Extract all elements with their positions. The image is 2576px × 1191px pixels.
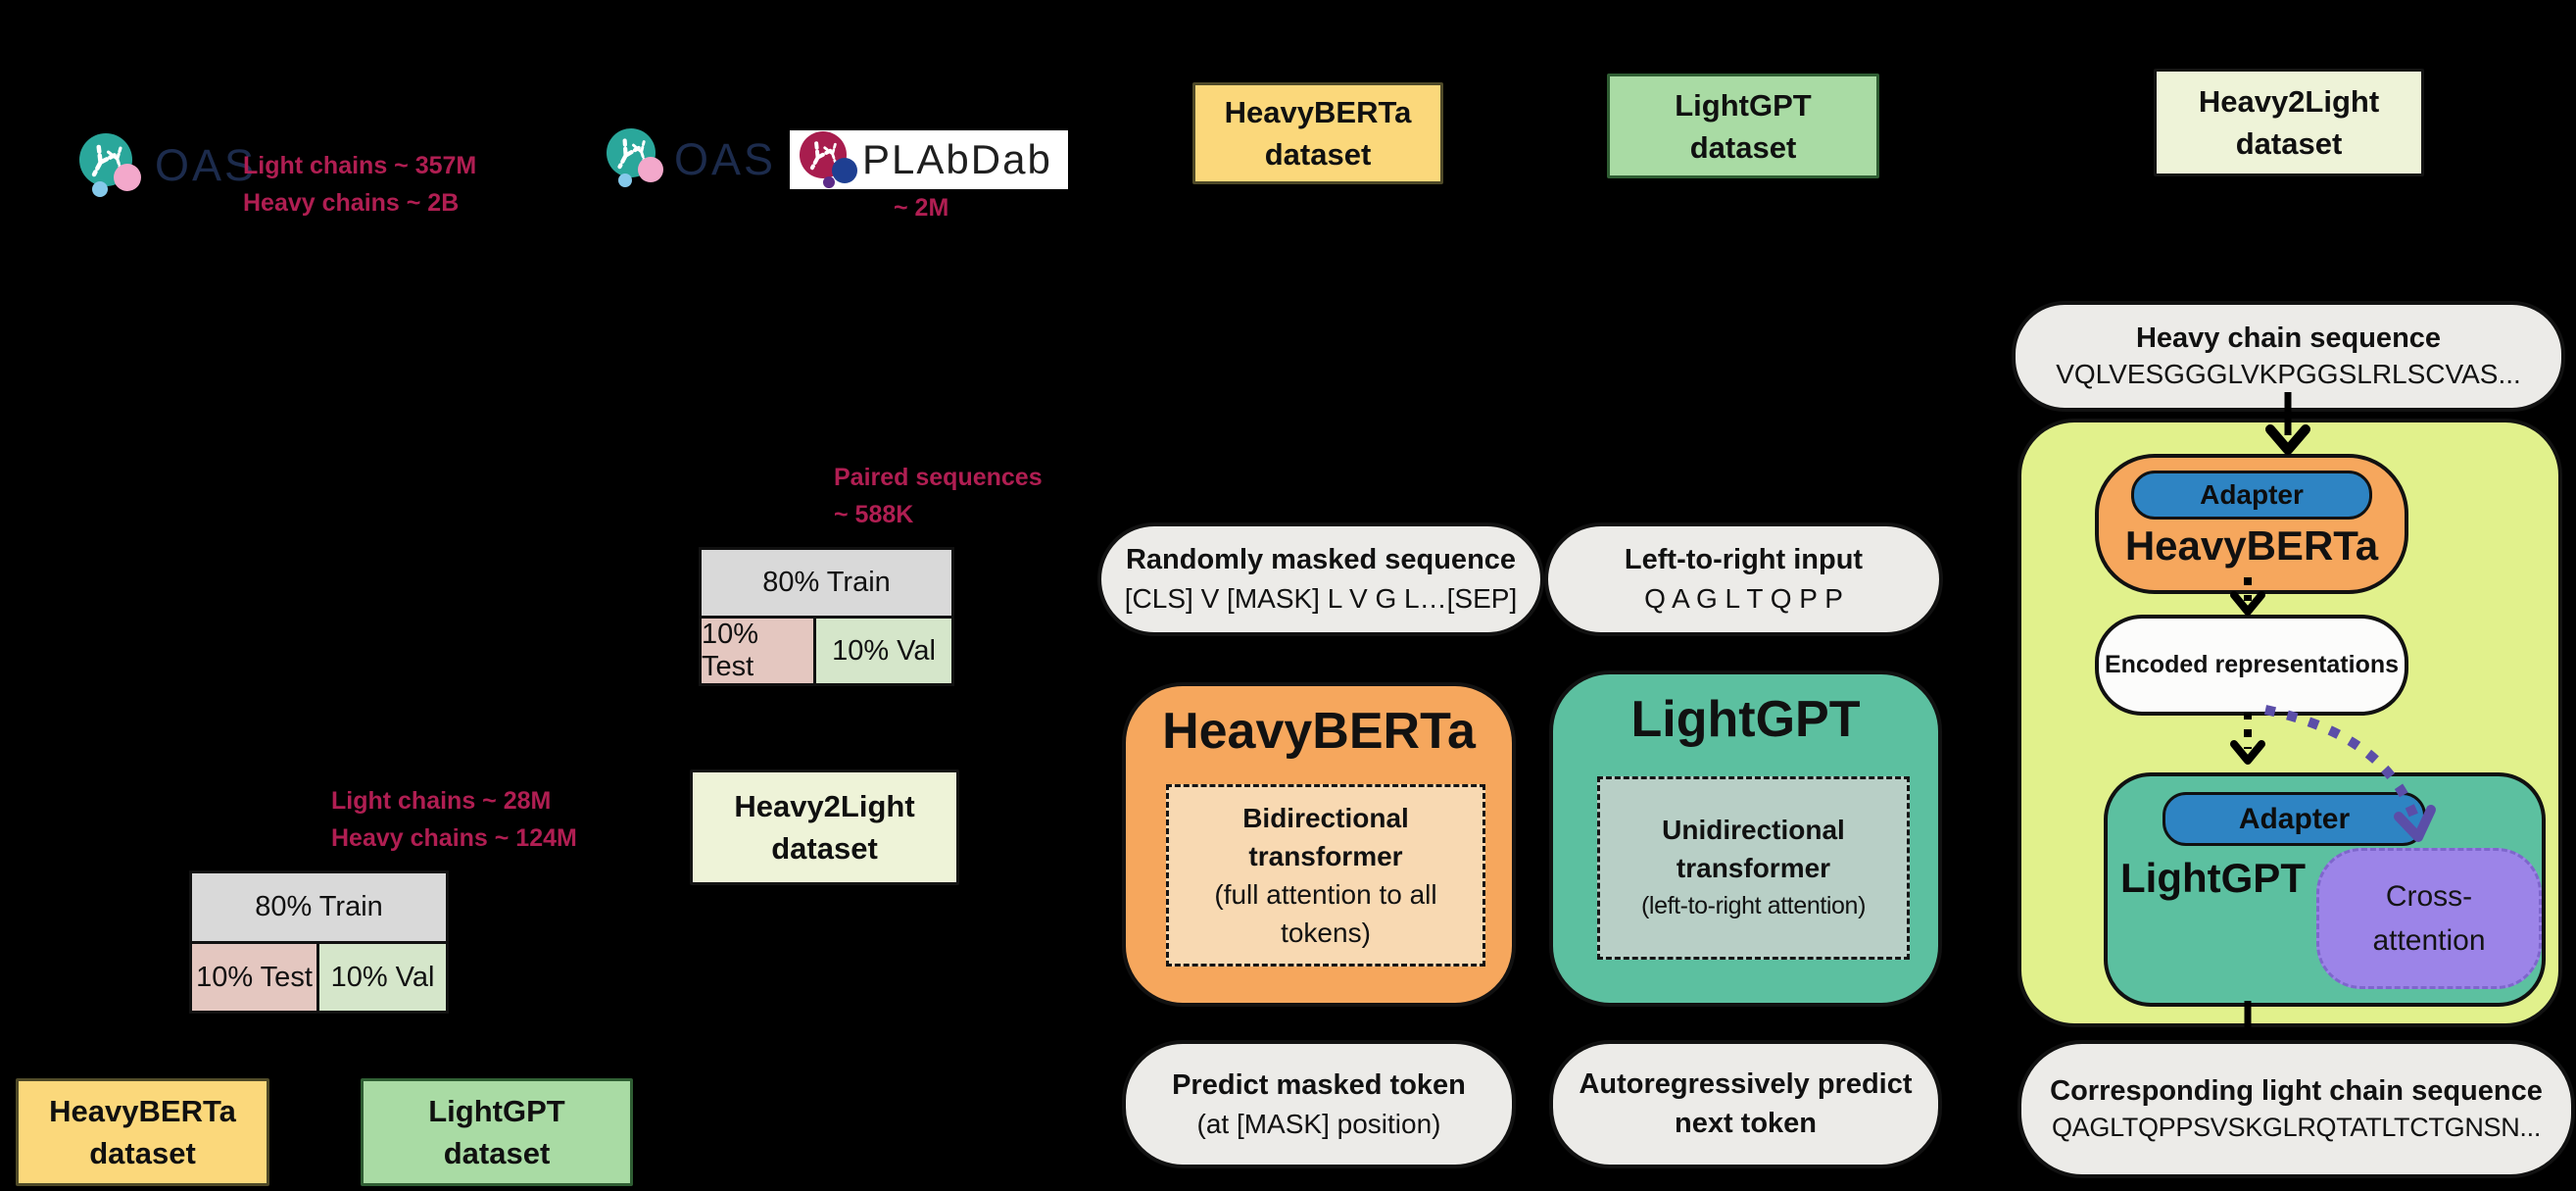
test-split-cell: 10% Test: [192, 944, 319, 1011]
lightgpt-dataset-box-top: LightGPT dataset: [1607, 74, 1879, 178]
connector-line: [1738, 173, 1743, 522]
connector-line: [2282, 171, 2287, 301]
encoder-adapter-pill: Adapter: [2131, 471, 2372, 520]
masked-input-pill: Randomly masked sequence [CLS] V [MASK] …: [1097, 522, 1544, 636]
oas-wordmark: OAS: [674, 134, 777, 184]
plabdab-wordmark: PLAbDab: [862, 136, 1052, 182]
heavy-chains-count: Heavy chains ~ 2B: [243, 189, 460, 217]
connector-line: [314, 1008, 318, 1078]
heavyberta-model-title: HeavyBERTa: [1162, 703, 1476, 760]
connector-line: [1315, 628, 1320, 682]
paired-split-table: 80% Train 10% Test 10% Val: [699, 547, 954, 686]
oas-wordmark: OAS: [155, 140, 258, 190]
val-split-cell: 10% Val: [816, 619, 951, 683]
light-chains-count: Light chains ~ 28M: [331, 787, 552, 815]
val-split-cell: 10% Val: [319, 944, 446, 1011]
oas-plabdab-logo: OAS PLAbDab: [604, 125, 1068, 194]
lightgpt-dataset-box-bottom: LightGPT dataset: [361, 1078, 633, 1186]
heavy2light-dataset-box-mid: Heavy2Light dataset: [690, 769, 959, 885]
encoder-name: HeavyBERTa: [2124, 522, 2379, 569]
clm-objective-pill: Autoregressively predict next token: [1549, 1040, 1942, 1168]
connector-line: [1740, 628, 1745, 670]
heavy-chains-count: Heavy chains ~ 124M: [331, 824, 577, 852]
plabdab-count: ~ 2M: [894, 194, 949, 222]
heavyberta-dataset-box-bottom: HeavyBERTa dataset: [16, 1078, 269, 1186]
oas-antibody-icon: [79, 133, 141, 197]
connector-line: [1313, 999, 1318, 1040]
heavy-chain-input-pill: Heavy chain sequence VQLVESGGGLVKPGGSLRL…: [2012, 301, 2565, 412]
heavyberta-architecture-box: Bidirectional transformer (full attentio…: [1166, 784, 1485, 967]
decoder-name: LightGPT: [2120, 855, 2306, 901]
heavy2light-dataset-box-top: Heavy2Light dataset: [2154, 69, 2424, 176]
oas-chain-counts: Light chains ~ 357M Heavy chains ~ 2B: [243, 147, 476, 222]
lightgpt-architecture-box: Unidirectional transformer (left-to-righ…: [1597, 776, 1910, 960]
light-chain-output-pill: Corresponding light chain sequence QAGLT…: [2017, 1040, 2575, 1178]
unpaired-split-table: 80% Train 10% Test 10% Val: [189, 870, 449, 1014]
cross-attention-box: Cross- attention: [2316, 848, 2542, 989]
oas-antibody-icon: [607, 128, 663, 187]
train-split-cell: 80% Train: [192, 873, 446, 944]
connector-line: [1740, 999, 1745, 1040]
ltr-input-pill: Left-to-right input Q A G L T Q P P: [1544, 522, 1943, 636]
plabdab-antibody-icon: [800, 131, 858, 188]
unpaired-chain-counts: Light chains ~ 28M Heavy chains ~ 124M: [331, 782, 577, 857]
connector-line: [1312, 178, 1317, 522]
plabdab-logo: PLAbDab: [790, 130, 1068, 189]
lightgpt-model-title: LightGPT: [1630, 691, 1861, 748]
decoder-lightgpt-box: Adapter LightGPT Cross- attention: [2104, 772, 2546, 1007]
connector-line: [821, 680, 826, 769]
paired-sequences-count: Paired sequences ~ 588K: [834, 464, 1043, 528]
encoded-representations-pill: Encoded representations: [2095, 615, 2408, 716]
light-chains-count: Light chains ~ 357M: [243, 152, 477, 179]
mlm-objective-pill: Predict masked token (at [MASK] position…: [1122, 1040, 1516, 1168]
decoder-adapter-pill: Adapter: [2163, 792, 2426, 846]
oas-logo: OAS: [76, 130, 257, 201]
encoder-heavyberta-pill: Adapter HeavyBERTa: [2095, 454, 2408, 594]
test-split-cell: 10% Test: [702, 619, 816, 683]
train-split-cell: 80% Train: [702, 550, 951, 619]
heavyberta-dataset-box-top: HeavyBERTa dataset: [1192, 82, 1443, 184]
